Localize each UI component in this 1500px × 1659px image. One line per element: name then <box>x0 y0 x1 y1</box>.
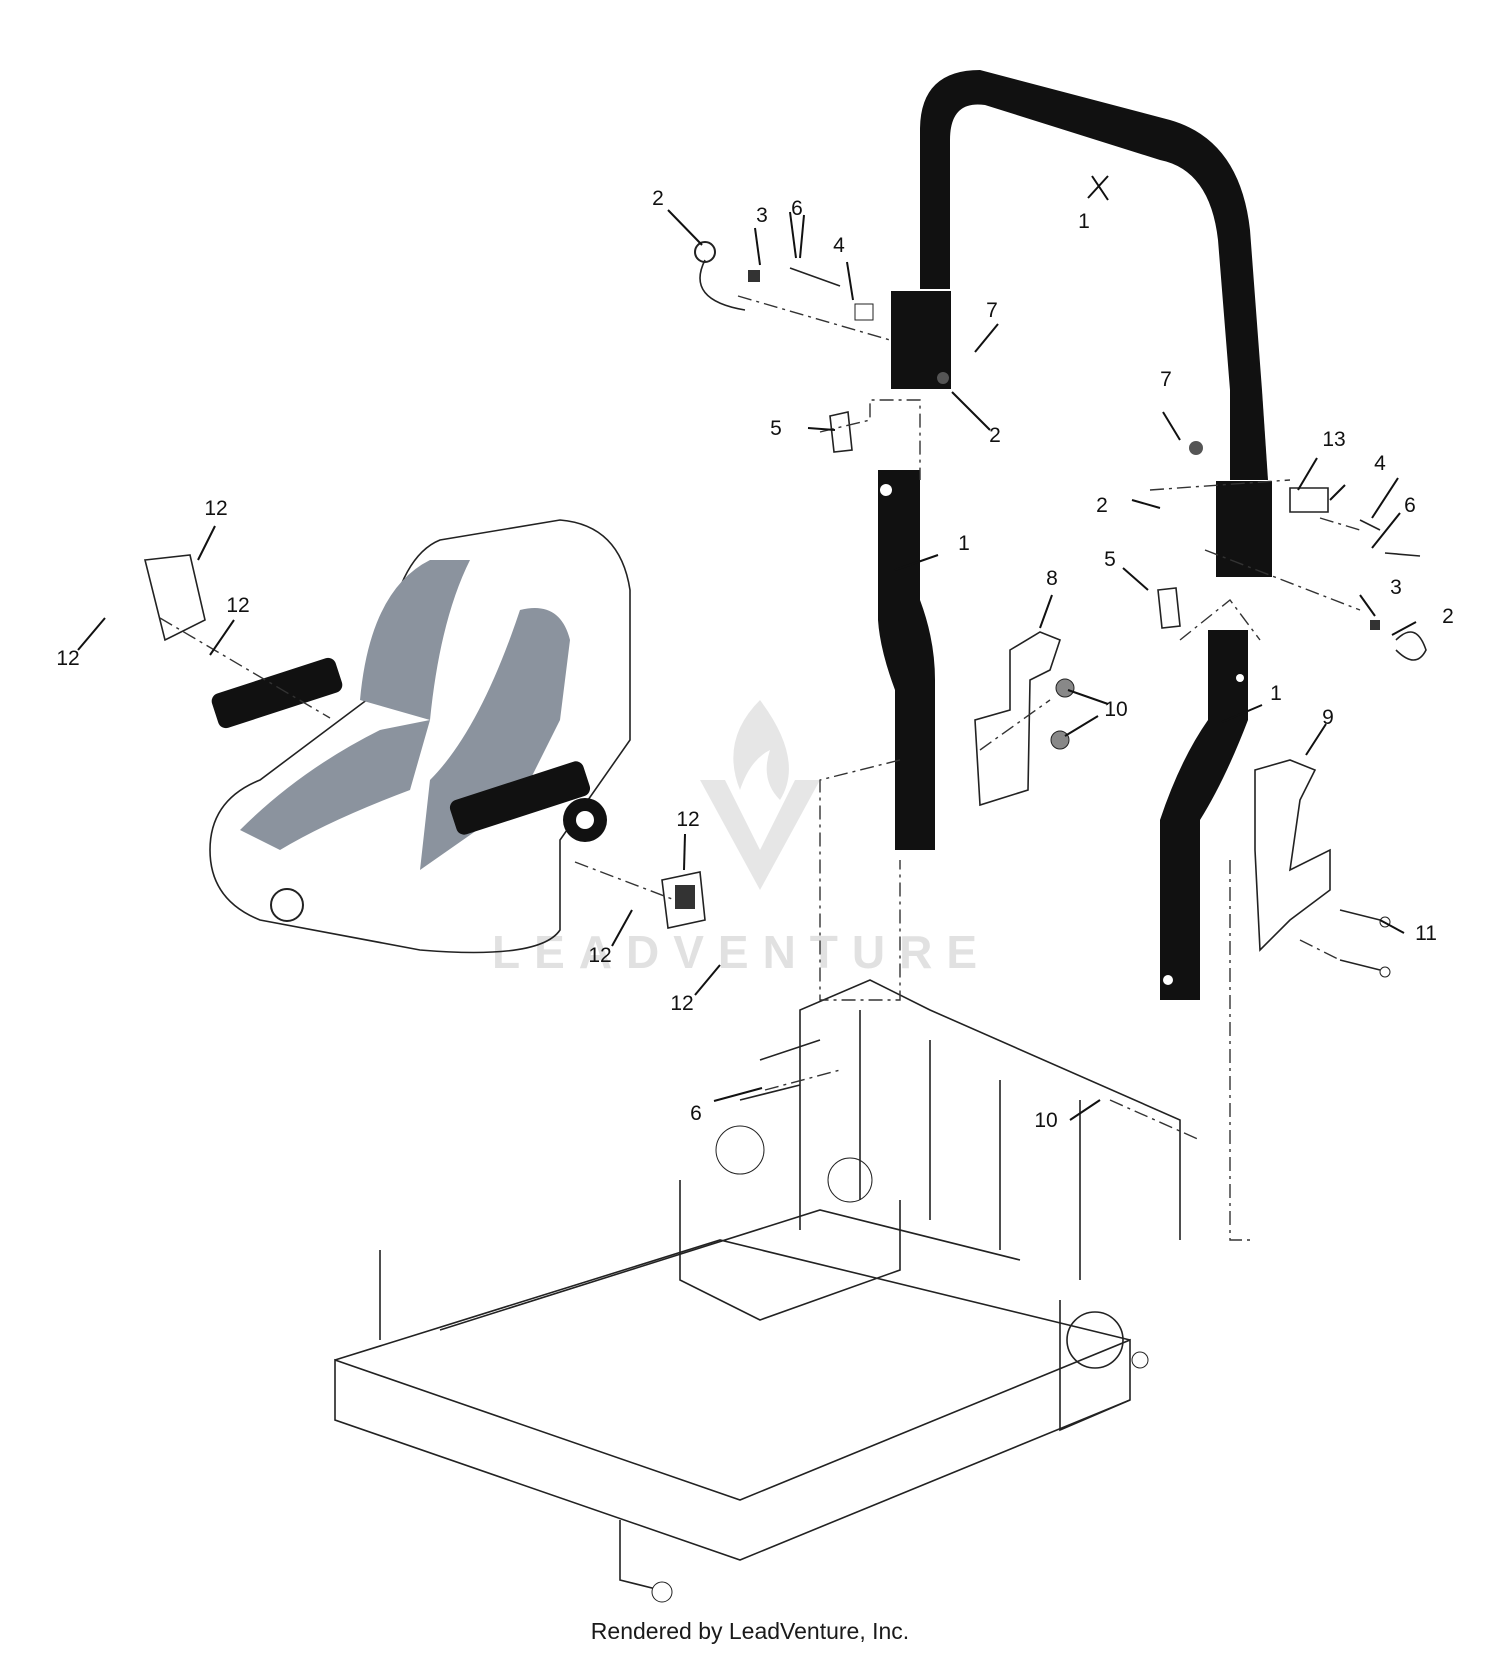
rops-lower-right-tube <box>1160 630 1248 1000</box>
callout-7-a: 7 <box>986 299 998 322</box>
callout-9: 9 <box>1322 706 1334 729</box>
right-mount-bracket <box>1254 759 1391 978</box>
callout-12-c: 12 <box>56 647 79 670</box>
callout-1-left: 1 <box>958 532 970 555</box>
callout-12-e: 12 <box>588 944 611 967</box>
callout-2-b: 2 <box>989 424 1001 447</box>
callout-4-a: 4 <box>833 234 845 257</box>
callout-7-b: 7 <box>1160 368 1172 391</box>
callout-5-b: 5 <box>1104 548 1116 571</box>
callout-2-a: 2 <box>652 187 664 210</box>
callout-12-a: 12 <box>204 497 227 520</box>
callout-12-d: 12 <box>676 808 699 831</box>
callout-1-upper: 1 <box>1078 210 1090 233</box>
callout-3-b: 3 <box>1390 576 1402 599</box>
mower-frame <box>334 979 1181 1603</box>
callout-4-b: 4 <box>1374 452 1386 475</box>
callout-10-a: 10 <box>1104 698 1127 721</box>
callout-2-c: 2 <box>1096 494 1108 517</box>
render-credit: Rendered by LeadVenture, Inc. <box>590 1618 910 1644</box>
callout-1-right: 1 <box>1270 682 1282 705</box>
assembly-lines <box>159 295 1361 1241</box>
callout-5-a: 5 <box>770 417 782 440</box>
watermark: LEADVENTURE <box>492 700 991 978</box>
rops-lower-left-tube <box>878 470 935 850</box>
callout-12-b: 12 <box>226 594 249 617</box>
callout-2-d: 2 <box>1442 605 1454 628</box>
callout-6-a: 6 <box>791 197 803 220</box>
rops-upper-hoop <box>889 70 1274 579</box>
callout-13: 13 <box>1322 428 1345 451</box>
left-mount-bracket <box>974 631 1075 807</box>
hardware-parts <box>694 241 1427 661</box>
callout-11: 11 <box>1415 922 1437 945</box>
callout-8: 8 <box>1046 567 1058 590</box>
seat-assembly <box>144 519 706 954</box>
callout-6-b: 6 <box>1404 494 1416 517</box>
callout-3-a: 3 <box>756 204 768 227</box>
callout-labels: 1 1 1 2 2 2 2 3 3 4 4 5 5 6 6 6 7 7 8 9 … <box>56 187 1454 1132</box>
callout-12-f: 12 <box>670 992 693 1015</box>
leader-lines <box>77 175 1417 1121</box>
callout-10-b: 10 <box>1034 1109 1057 1132</box>
callout-6-c: 6 <box>690 1102 702 1125</box>
watermark-text: LEADVENTURE <box>492 926 991 978</box>
